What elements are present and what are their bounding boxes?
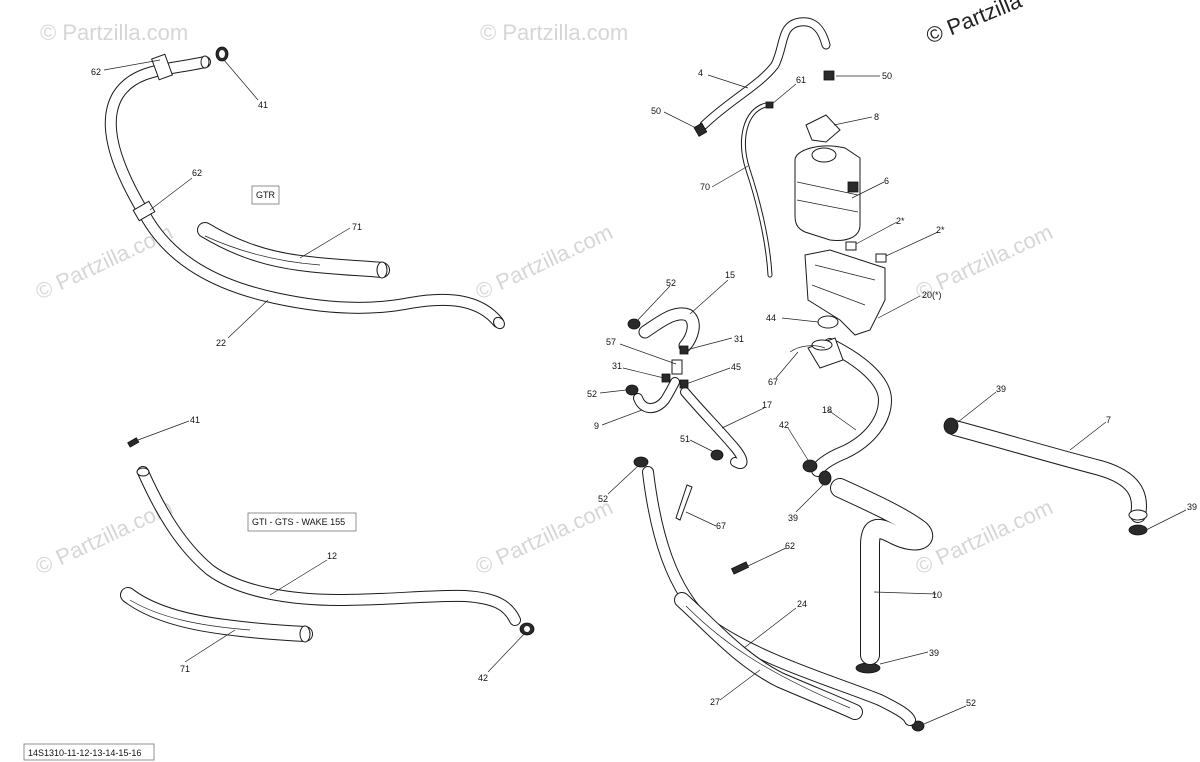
watermark: © Partzilla.com <box>40 20 188 45</box>
gti-hose-71[interactable] <box>120 587 313 643</box>
callout-9: 9 <box>594 421 599 431</box>
callout-2: 2* <box>936 225 945 235</box>
callout-57: 57 <box>606 337 616 347</box>
hose-7[interactable] <box>947 420 1148 523</box>
vent-hose-4[interactable] <box>699 17 831 130</box>
callout-39: 39 <box>788 513 798 523</box>
coolant-reservoir-6[interactable] <box>794 145 861 241</box>
hose-clamp-41[interactable] <box>215 46 229 62</box>
callout-62: 62 <box>91 67 101 77</box>
callout-61: 61 <box>796 75 806 85</box>
clamp-31[interactable] <box>661 345 689 383</box>
clamp-41-lower[interactable] <box>127 437 140 448</box>
callout-42: 42 <box>779 420 789 430</box>
gtr-hose-22[interactable] <box>104 55 507 331</box>
hose-18[interactable] <box>807 337 892 477</box>
callout-22: 22 <box>216 338 226 348</box>
callout-12: 12 <box>327 551 337 561</box>
callout-41: 41 <box>190 415 200 425</box>
connector-57[interactable] <box>671 359 683 375</box>
overflow-hose-70[interactable] <box>741 102 773 278</box>
callout-8: 8 <box>874 112 879 122</box>
callout-18: 18 <box>822 405 832 415</box>
clip-67-upper[interactable] <box>789 345 826 353</box>
callout-67: 67 <box>768 377 778 387</box>
callout-39: 39 <box>1187 502 1197 512</box>
callout-39: 39 <box>996 384 1006 394</box>
callout-71: 71 <box>180 664 190 674</box>
watermark: © Partzilla.com <box>480 20 628 45</box>
model-box-gtr <box>251 185 280 205</box>
callout-52: 52 <box>666 278 676 288</box>
callout-52: 52 <box>587 389 597 399</box>
watermark: © Partzilla.com <box>472 219 617 304</box>
callout-24: 24 <box>797 599 807 609</box>
callout-17: 17 <box>762 400 772 410</box>
callout-41: 41 <box>258 100 268 110</box>
hose-15[interactable] <box>638 307 700 353</box>
callout-52: 52 <box>598 494 608 504</box>
callout-52: 52 <box>966 698 976 708</box>
callout-71: 71 <box>352 222 362 232</box>
leader-lines <box>103 59 1187 725</box>
gtr-hose-71[interactable] <box>197 222 390 279</box>
hose-24[interactable] <box>642 466 916 726</box>
callout-31: 31 <box>734 334 744 344</box>
callout-39: 39 <box>929 648 939 658</box>
reservoir-cap-8[interactable] <box>805 114 841 143</box>
callout-70: 70 <box>700 182 710 192</box>
copyright-text: © Partzilla <box>923 0 1026 49</box>
footer-code: 14S1310-11-12-13-14-15-16 <box>28 748 141 758</box>
callout-20: 20(*) <box>922 290 942 300</box>
callout-51: 51 <box>680 434 690 444</box>
hose-27[interactable] <box>674 592 863 720</box>
callout-44: 44 <box>766 313 776 323</box>
callout-62: 62 <box>785 541 795 551</box>
callout-labels: 62 41 62 71 22 41 12 71 42 4 61 50 50 8 … <box>91 67 1197 708</box>
hose-9[interactable] <box>633 377 680 413</box>
callout-42: 42 <box>478 673 488 683</box>
callout-15: 15 <box>725 270 735 280</box>
watermark: © Partzilla.com <box>472 494 617 579</box>
callout-4: 4 <box>698 68 703 78</box>
gti-hose-12[interactable] <box>136 466 521 626</box>
callout-62: 62 <box>192 168 202 178</box>
callout-50: 50 <box>651 106 661 116</box>
watermarks: © Partzilla.com © Partzilla.com © Partzi… <box>32 20 1057 580</box>
hose-clamp-42-right[interactable] <box>802 459 818 473</box>
clip-67-lower[interactable] <box>675 484 693 521</box>
fitting-61[interactable] <box>765 101 774 109</box>
model-label-gtr: GTR <box>256 190 275 200</box>
callout-31: 31 <box>612 361 622 371</box>
callout-50: 50 <box>882 71 892 81</box>
clip-62-right[interactable] <box>730 561 750 575</box>
model-label-gti: GTI - GTS - WAKE 155 <box>252 517 345 527</box>
hose-clamp-51[interactable] <box>710 449 724 461</box>
hose-clamp-50[interactable] <box>693 70 835 137</box>
hose-17[interactable] <box>680 387 748 469</box>
callout-7: 7 <box>1106 415 1111 425</box>
hose-10[interactable] <box>830 478 934 665</box>
callout-67: 67 <box>716 521 726 531</box>
footer-code-box <box>23 743 155 761</box>
callout-2: 2* <box>896 216 905 226</box>
callout-6: 6 <box>884 176 889 186</box>
hose-clamp-42[interactable] <box>519 622 535 636</box>
reservoir-support-20[interactable] <box>804 249 886 336</box>
watermark: © Partzilla.com <box>912 494 1057 579</box>
clamp-45[interactable] <box>679 379 689 389</box>
callout-45: 45 <box>731 362 741 372</box>
model-box-gti <box>247 512 357 532</box>
clip-2[interactable] <box>845 241 887 263</box>
callout-27: 27 <box>710 697 720 707</box>
hose-clamp-39[interactable] <box>818 417 1148 674</box>
hose-clamp-52[interactable] <box>625 318 925 732</box>
gasket-44[interactable] <box>817 315 839 329</box>
callout-10: 10 <box>932 590 942 600</box>
